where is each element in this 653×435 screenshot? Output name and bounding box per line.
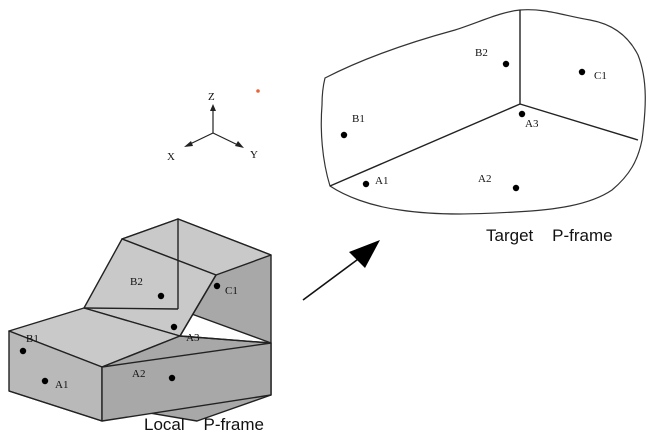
- mapping-arrow: [302, 240, 380, 301]
- x-axis: [187, 132, 214, 146]
- local-point-c1: [213, 282, 221, 290]
- target-label-b2: B2: [475, 47, 488, 59]
- local-point-a1: [41, 377, 49, 385]
- target-label-a2: A2: [478, 173, 491, 185]
- local-point-b1: [19, 347, 27, 355]
- local-edge-inner-5: [8, 390, 103, 422]
- local-edge-inner-2: [83, 307, 179, 310]
- accent-marker: [256, 89, 260, 93]
- local-label-b1: B1: [26, 333, 39, 345]
- target-point-b1: [340, 131, 348, 139]
- y-axis-arrowhead: [235, 141, 244, 148]
- local-label-b2: B2: [130, 276, 143, 288]
- local-label-a2: A2: [132, 368, 145, 380]
- mapping-arrow-head: [349, 240, 380, 268]
- target-caption: Target P-frame: [486, 226, 613, 245]
- local-label-a3: A3: [186, 332, 200, 344]
- target-label-c1: C1: [594, 70, 607, 82]
- local-edge-inner-3: [179, 274, 217, 337]
- y-axis-label: Y: [250, 149, 258, 161]
- mapping-arrow-shaft: [302, 253, 366, 301]
- x-axis-label: X: [167, 151, 175, 163]
- local-label-c1: C1: [225, 285, 238, 297]
- local-label-a1: A1: [55, 379, 68, 391]
- target-point-a2: [512, 184, 520, 192]
- target-point-c1: [578, 68, 586, 76]
- local-point-b2: [157, 292, 165, 300]
- local-front-right-face: [101, 342, 272, 422]
- z-axis-label: Z: [208, 91, 215, 103]
- target-label-a3: A3: [525, 118, 539, 130]
- target-point-a3: [518, 110, 526, 118]
- z-axis-arrowhead: [210, 104, 216, 111]
- target-point-a1: [362, 180, 370, 188]
- target-plane-edge-left: [329, 103, 521, 187]
- target-plane-edge-right: [519, 103, 639, 141]
- target-label-a1: A1: [375, 175, 388, 187]
- local-caption: Local P-frame: [144, 415, 264, 434]
- target-p-frame: B2 C1 B1 A3 A1 A2 Target P-frame: [320, 9, 646, 245]
- local-point-a2: [168, 374, 176, 382]
- coordinate-axes: Z X Y: [167, 89, 260, 163]
- target-point-b2: [502, 60, 510, 68]
- local-p-frame: B2 C1 A3 B1 A1 A2 Local P-frame: [8, 218, 272, 434]
- local-edge-inner-4: [179, 335, 272, 344]
- target-label-b1: B1: [352, 113, 365, 125]
- local-point-a3: [170, 323, 178, 331]
- y-axis: [212, 132, 241, 147]
- x-axis-arrowhead: [184, 141, 193, 147]
